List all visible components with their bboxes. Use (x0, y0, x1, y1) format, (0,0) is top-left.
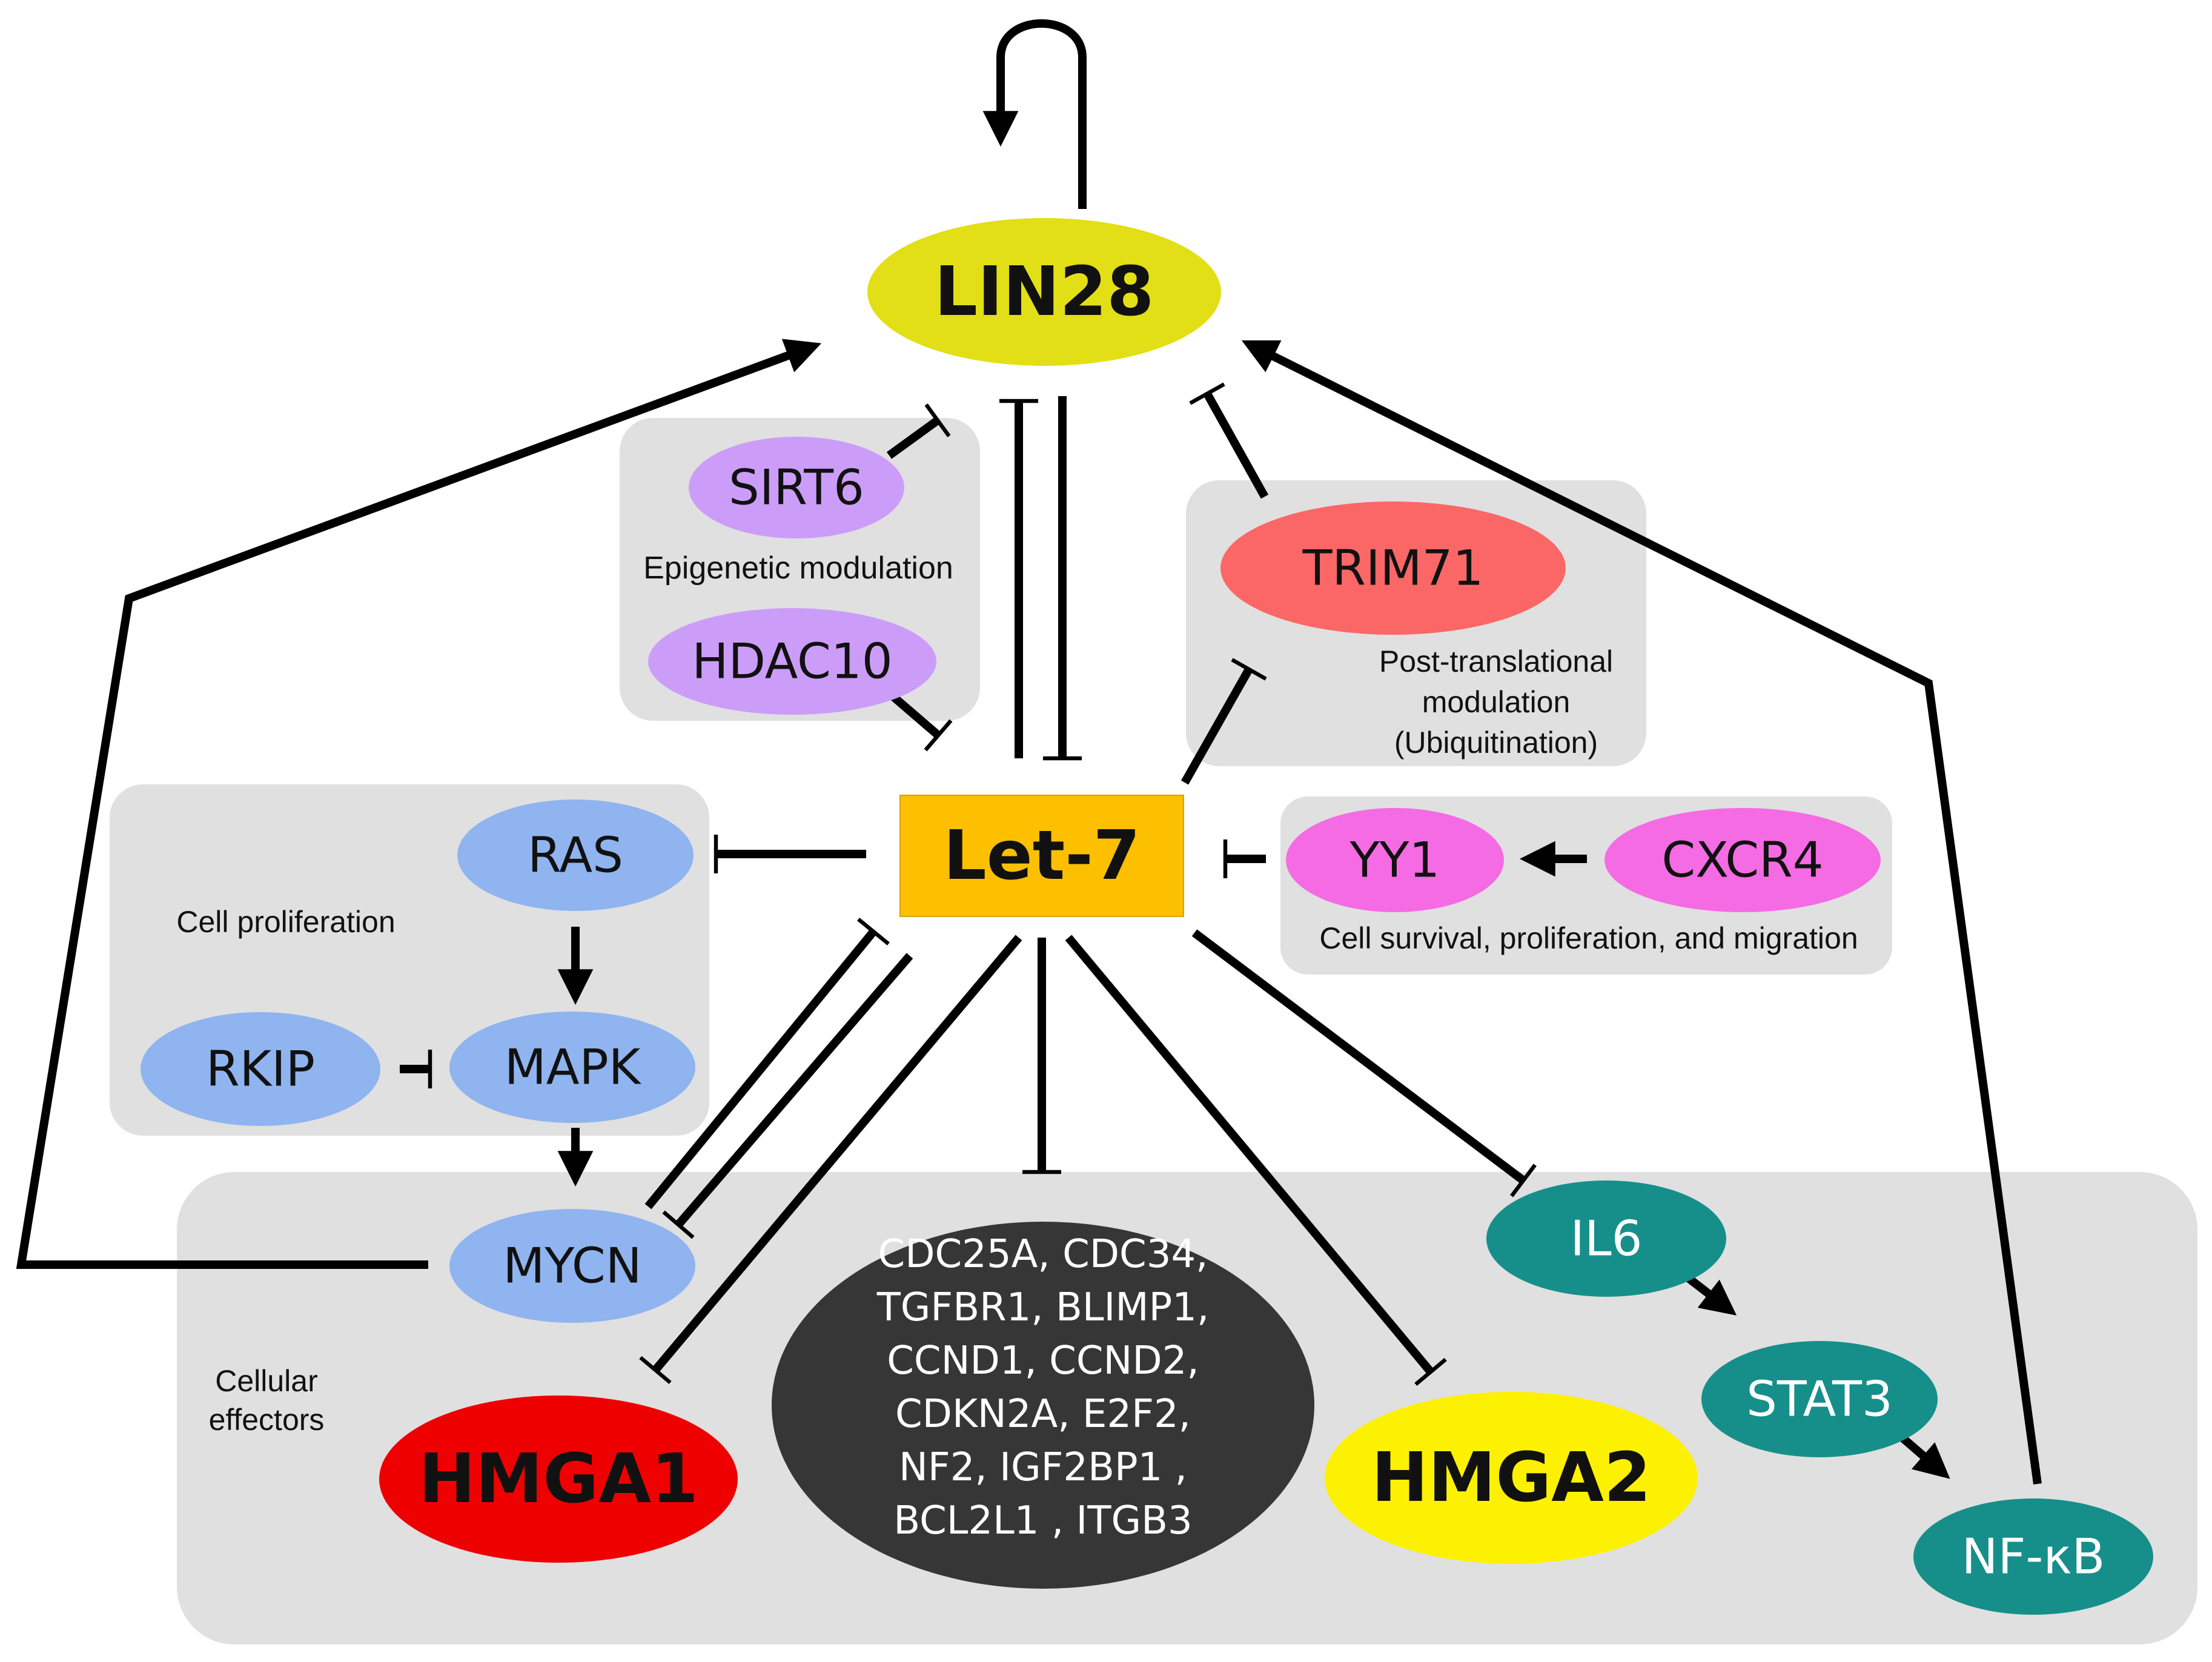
node-let7[interactable]: Let-7 (899, 795, 1184, 917)
node-mycn[interactable]: MYCN (449, 1209, 695, 1323)
nodes: LIN28 Let-7 SIRT6 HDAC10 TRIM71 YY1 (141, 218, 2153, 1615)
sirt6-inhibits-lin28 (886, 403, 951, 459)
yy1-label: YY1 (1349, 832, 1440, 889)
ras-label: RAS (528, 827, 623, 884)
cell-proliferation-caption: Cell proliferation (176, 905, 395, 939)
lin28-self-loop-arrow (982, 19, 1087, 209)
rkip-label: RKIP (206, 1041, 315, 1098)
node-target-genes[interactable]: CDC25A, CDC34, TGFBR1, BLIMP1, CCND1, CC… (772, 1222, 1314, 1589)
let7-inhibits-mycn (662, 953, 913, 1239)
hdac10-inhibits-let7 (887, 690, 953, 752)
node-sirt6[interactable]: SIRT6 (689, 437, 904, 538)
sirt6-label: SIRT6 (729, 460, 864, 516)
node-lin28[interactable]: LIN28 (867, 218, 1221, 366)
stat3-label: STAT3 (1746, 1371, 1893, 1428)
node-stat3[interactable]: STAT3 (1701, 1341, 1938, 1457)
target-genes-line-6: BCL2L1 , ITGB3 (893, 1498, 1192, 1543)
node-yy1[interactable]: YY1 (1286, 808, 1504, 912)
cell-survival-caption: Cell survival, proliferation, and migrat… (1319, 921, 1858, 955)
let7-inhibits-hmga1 (639, 935, 1022, 1385)
mycn-activates-lin28-arrow (16, 339, 822, 1269)
cxcr4-label: CXCR4 (1661, 832, 1823, 889)
post-translational-caption-line-3: (Ubiquitination) (1394, 726, 1598, 760)
nfkb-label: NF-κB (1962, 1529, 2105, 1585)
hdac10-label: HDAC10 (692, 634, 892, 690)
mapk-label: MAPK (505, 1039, 642, 1096)
cellular-effectors-caption-line-2: effectors (209, 1403, 325, 1437)
node-cxcr4[interactable]: CXCR4 (1604, 808, 1881, 912)
node-ras[interactable]: RAS (457, 800, 694, 911)
group-captions: Epigenetic modulation Post-translational… (176, 551, 1858, 1437)
target-genes-line-4: CDKN2A, E2F2, (895, 1392, 1191, 1437)
node-trim71[interactable]: TRIM71 (1220, 502, 1566, 635)
trim71-label: TRIM71 (1302, 540, 1484, 597)
node-nfkb[interactable]: NF-κB (1913, 1498, 2153, 1615)
node-rkip[interactable]: RKIP (141, 1012, 380, 1126)
target-genes-line-1: CDC25A, CDC34, (878, 1232, 1208, 1277)
epigenetic-modulation-caption: Epigenetic modulation (643, 551, 953, 586)
node-il6[interactable]: IL6 (1486, 1180, 1726, 1297)
lin28-label: LIN28 (935, 253, 1154, 331)
target-genes-line-5: NF2, IGF2BP1 , (899, 1445, 1187, 1490)
node-hmga2[interactable]: HMGA2 (1325, 1392, 1698, 1564)
hmga2-label: HMGA2 (1371, 1439, 1651, 1517)
node-mapk[interactable]: MAPK (449, 1011, 695, 1123)
trim71-inhibits-lin28 (1189, 382, 1269, 499)
post-translational-caption-line-2: modulation (1422, 685, 1571, 719)
target-genes-line-2: TGFBR1, BLIMP1, (876, 1285, 1210, 1330)
let7-inhibits-il6 (1191, 929, 1537, 1197)
mycn-label: MYCN (503, 1238, 641, 1294)
node-hdac10[interactable]: HDAC10 (648, 608, 936, 715)
cellular-effectors-caption-line-1: Cellular (215, 1364, 318, 1398)
node-hmga1[interactable]: HMGA1 (379, 1395, 738, 1563)
let7-label: Let-7 (943, 816, 1140, 895)
post-translational-caption-line-1: Post-translational (1379, 644, 1613, 678)
mycn-inhibits-let7 (644, 918, 890, 1210)
nfkb-activates-lin28-arrow (1241, 340, 2042, 1485)
il6-label: IL6 (1570, 1211, 1642, 1267)
target-genes-line-3: CCND1, CCND2, (887, 1339, 1199, 1383)
let7-inhibits-hmga2 (1065, 935, 1447, 1386)
edges (16, 19, 2042, 1485)
let7-inhibits-trim71 (1181, 658, 1267, 785)
hmga1-label: HMGA1 (419, 1440, 698, 1518)
